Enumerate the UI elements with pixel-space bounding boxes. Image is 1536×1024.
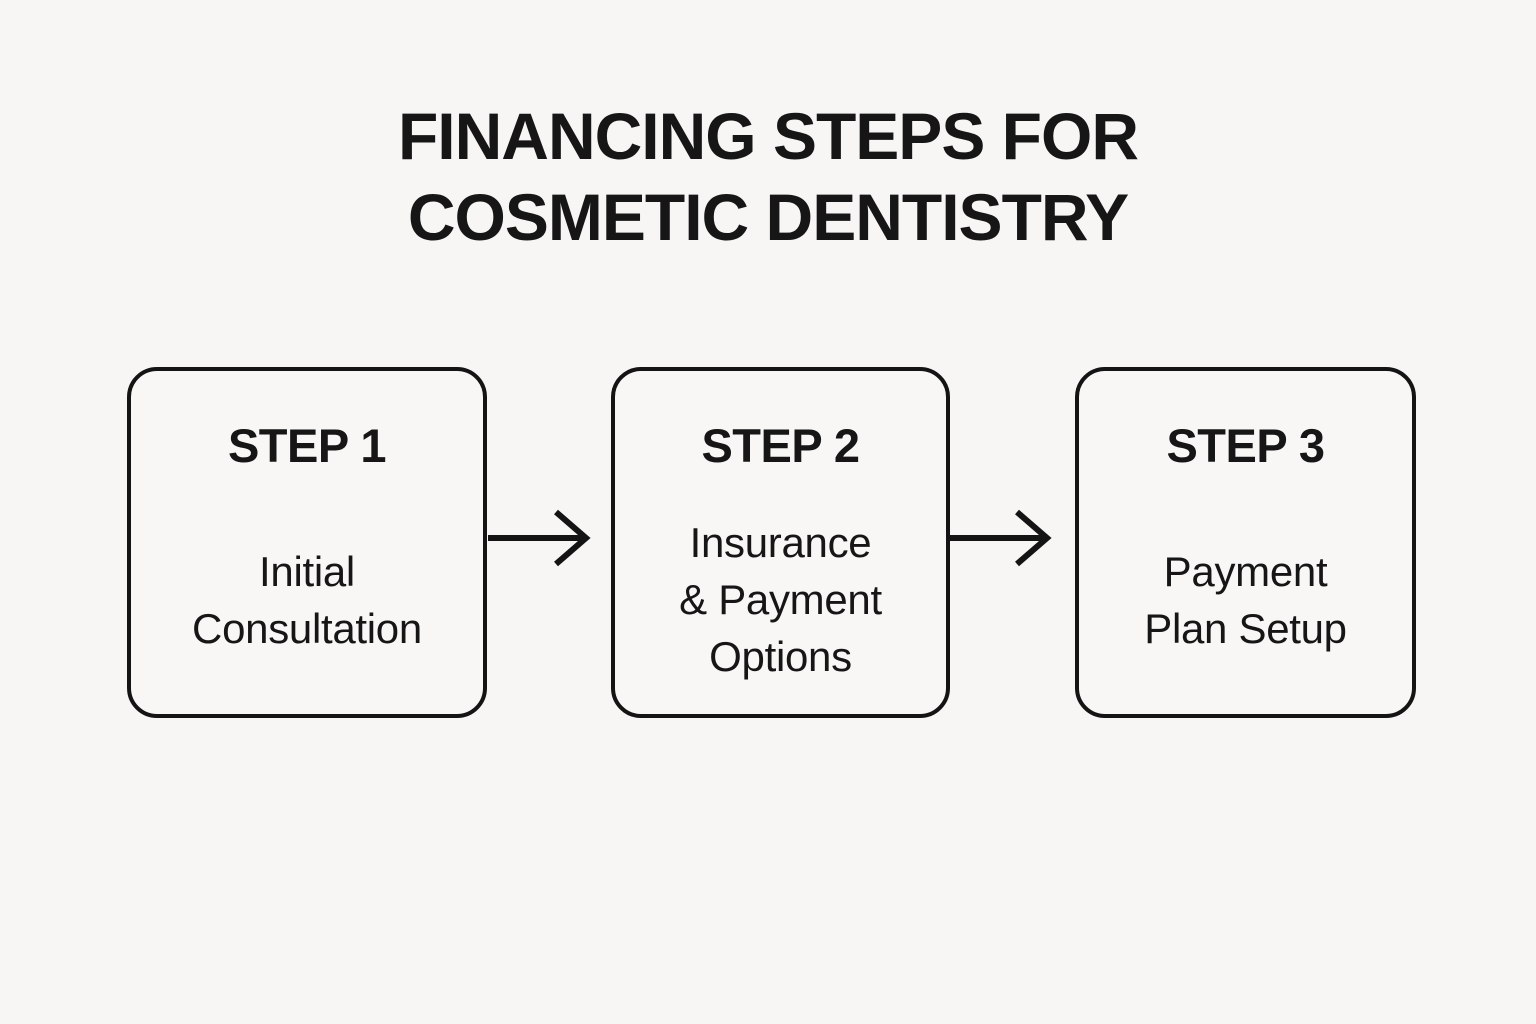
arrow-right-icon (947, 502, 1055, 574)
page-title-line-2: COSMETIC DENTISTRY (407, 180, 1129, 254)
step-1-description: Initial Consultation (192, 547, 422, 652)
step-1-body: Initial Consultation (145, 485, 469, 714)
step-2-box: STEP 2 Insurance & Payment Options (611, 367, 950, 718)
step-2-description: Insurance & Payment Options (679, 519, 882, 680)
step-1-label: STEP 1 (227, 419, 387, 472)
step-2-label: STEP 2 (701, 419, 860, 472)
page-title-line-1: FINANCING STEPS FOR (397, 99, 1139, 173)
step-3-box: STEP 3 Payment Plan Setup (1075, 367, 1416, 718)
step-3-label: STEP 3 (1166, 419, 1325, 472)
arrow-right-icon (486, 502, 594, 574)
step-1-box: STEP 1 Initial Consultation (127, 367, 487, 718)
step-3-description: Payment Plan Setup (1144, 547, 1347, 652)
step-2-body: Insurance & Payment Options (629, 485, 932, 714)
step-3-body: Payment Plan Setup (1093, 485, 1398, 714)
